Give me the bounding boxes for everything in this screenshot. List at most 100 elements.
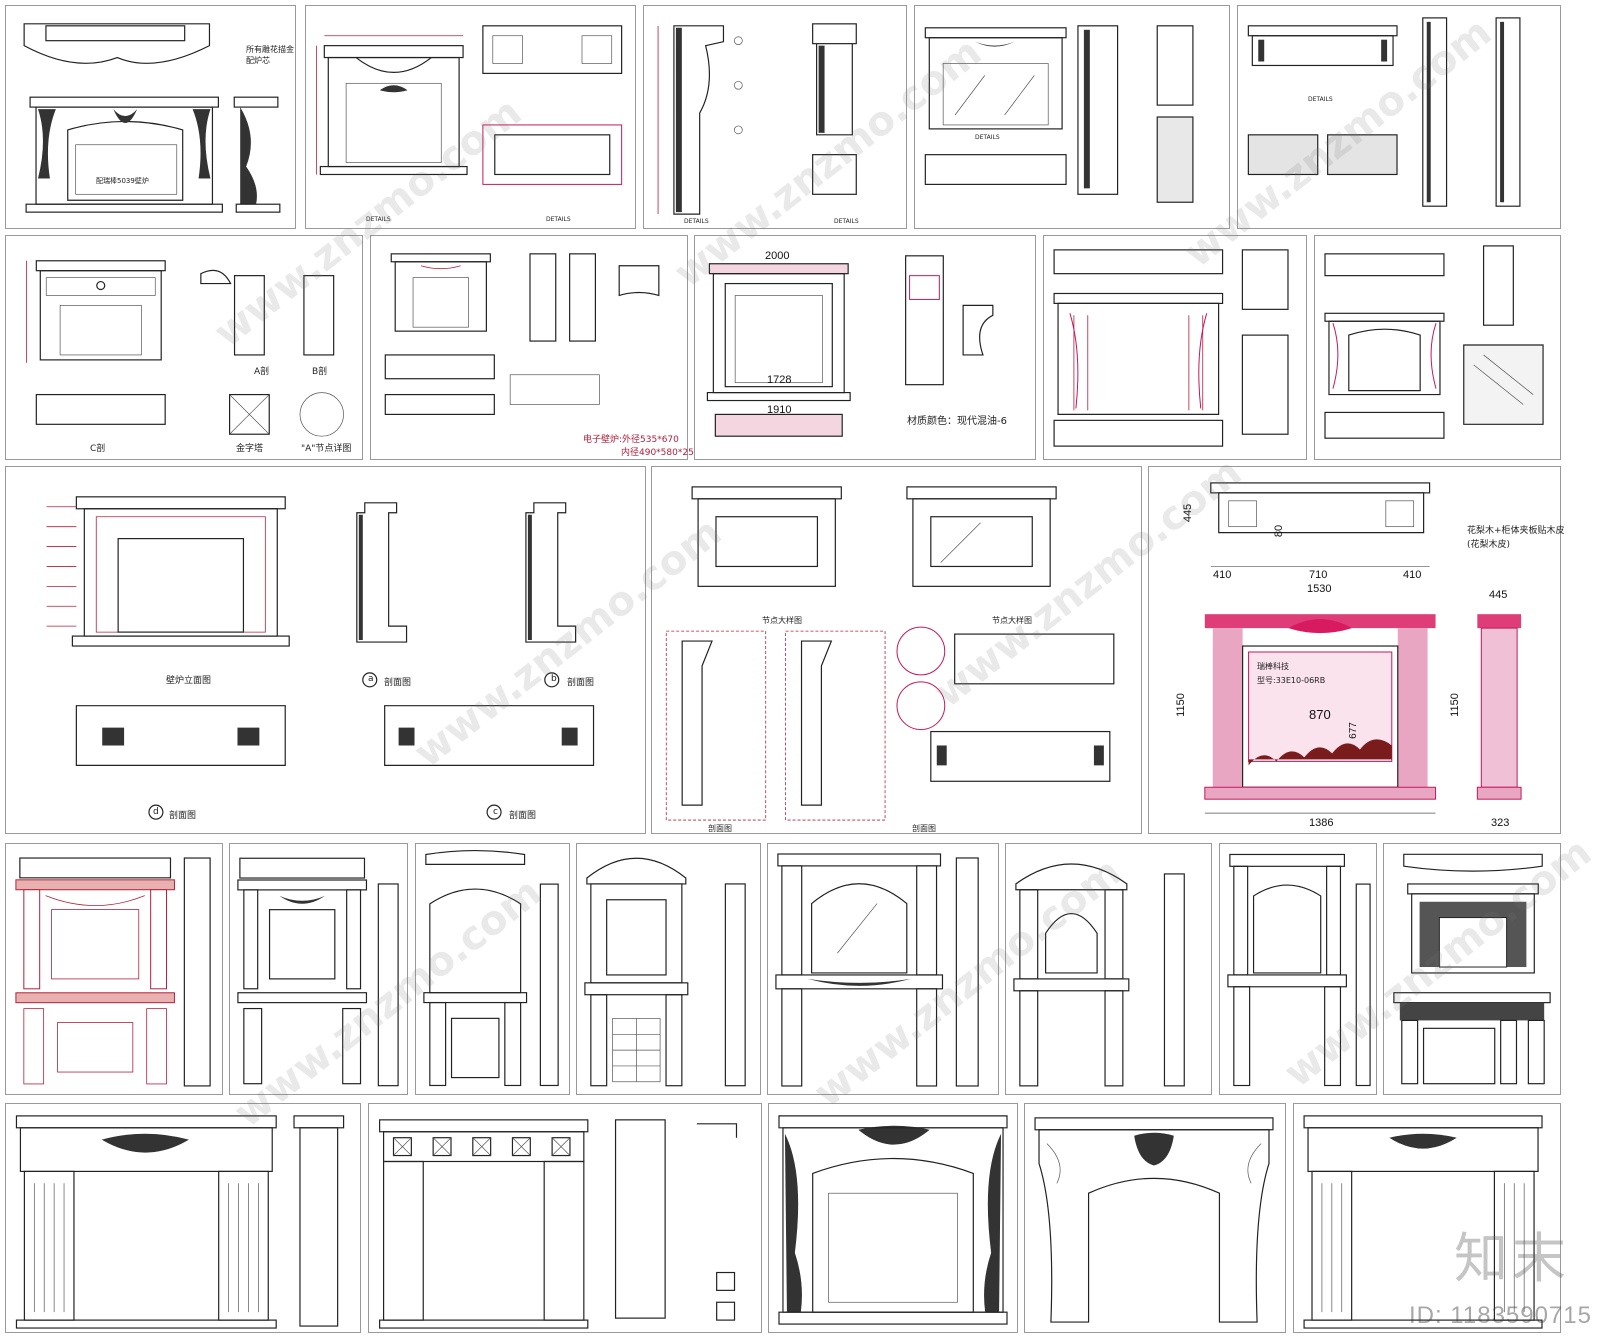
drawing-panel-r2-1: A剖 B剖 C剖 金字塔 "A"节点详图	[5, 235, 363, 460]
model-label: 型号:33E10-06RB	[1257, 676, 1326, 685]
living-room-fireplace-drawing	[1053, 249, 1289, 447]
drawing-panel-r4-5	[767, 843, 999, 1095]
height-dim-right: 1150	[1448, 693, 1461, 717]
drawing-panel-r1-5: DETAILS	[1237, 5, 1561, 229]
depth-dim: 445	[1182, 503, 1195, 523]
side-depth-base-dim: 323	[1491, 817, 1510, 829]
circle-a: a	[368, 674, 374, 684]
drawing-panel-r2-4	[1043, 235, 1307, 460]
fluted-column-fireplace	[1303, 1115, 1543, 1329]
fireplace-elevation-caption: 壁炉立面图	[166, 676, 212, 686]
brand-logo: 知末	[1454, 1227, 1570, 1290]
arch-mirror-fireplace-6	[1013, 863, 1185, 1087]
electric-fire-outer-dim: 电子壁炉:外径535*670	[583, 435, 679, 445]
magenta-fireplace-drawing	[1204, 482, 1522, 814]
wood-material-label: 花梨木+柜体夹板贴木皮	[1467, 526, 1565, 536]
section-caption-a: 剖面图	[384, 678, 412, 688]
top-dim-mid: 710	[1309, 569, 1328, 581]
width-1728-label: 1728	[767, 374, 792, 386]
plan-section-drawing	[1247, 17, 1521, 207]
section-caption-r3-b: 剖面图	[912, 824, 936, 833]
modern-fireplace-drawing	[706, 255, 994, 437]
opening-width-dim: 870	[1309, 707, 1331, 722]
classic-fireplace-sections	[26, 260, 344, 437]
drawing-panel-r4-7	[1219, 843, 1377, 1095]
section-b-label: B剖	[312, 367, 328, 377]
circle-c: c	[493, 807, 498, 817]
circle-b: b	[551, 674, 557, 684]
details-label-3: DETAILS	[684, 218, 709, 225]
top-dim-right: 410	[1403, 569, 1422, 581]
section-caption-d: 剖面图	[169, 811, 197, 821]
opening-height-dim: 677	[1347, 722, 1359, 739]
drawing-panel-r4-4	[576, 843, 761, 1095]
drawing-panel-r5-1	[5, 1103, 361, 1333]
width-1910-label: 1910	[767, 404, 792, 416]
total-width-dim: 1530	[1307, 583, 1332, 595]
drawing-panel-r4-6	[1005, 843, 1212, 1095]
square-panel-fireplace	[379, 1119, 738, 1329]
section-a-label: A剖	[254, 367, 270, 377]
drawing-panel-r4-1	[5, 843, 223, 1095]
section-c-label: C剖	[90, 444, 106, 454]
drawing-panel-r3-2: 节点大样图 节点大样图 剖面图 剖面图	[651, 466, 1142, 834]
section-caption-c: 剖面图	[509, 811, 537, 821]
brand-label: 瑞棒科技	[1257, 662, 1289, 671]
details-label-5: DETAILS	[975, 134, 1000, 141]
top-dim-left: 410	[1213, 569, 1232, 581]
image-id-label: ID: 1183590715	[1408, 1302, 1592, 1329]
column-fireplace-2	[237, 857, 399, 1087]
fireplace-note: 所有雕花描金 配炉芯	[246, 45, 294, 65]
rococo-fireplace	[778, 1115, 1008, 1325]
drawing-panel-r5-2	[368, 1103, 762, 1333]
drawing-panel-r2-2: 电子壁炉:外径535*670 内径490*580*250	[370, 235, 700, 460]
details-label-4: DETAILS	[834, 218, 859, 225]
node-detail-drawing	[665, 486, 1115, 821]
wood-material-sub-label: (花梨木皮)	[1467, 540, 1511, 550]
arch-fireplace-3	[423, 849, 559, 1087]
pediment-fireplace-4	[584, 857, 746, 1087]
fireplace-elevation-and-sections	[46, 496, 595, 820]
node-caption-1: 节点大样图	[762, 616, 802, 625]
red-column-fireplace	[15, 857, 211, 1087]
drawing-panel-r1-1: 所有雕花描金 配炉芯 配瑞棒5039壁炉	[5, 5, 296, 229]
electric-fireplace-drawing	[384, 253, 660, 415]
mantel-details-drawing	[315, 25, 623, 185]
drawing-panel-r5-5	[1293, 1103, 1561, 1333]
pyramid-label: 金字塔	[236, 444, 264, 454]
section-profile-drawing	[657, 23, 857, 215]
width-2000-label: 2000	[765, 250, 790, 262]
drawing-panel-r1-4: DETAILS	[914, 5, 1230, 229]
height-dim-left: 1150	[1174, 693, 1187, 717]
material-color-label: 材质颜色：现代混油-6	[907, 416, 1007, 427]
ornate-small-fireplaces	[1393, 853, 1551, 1085]
section-caption-b: 剖面图	[567, 678, 595, 688]
drawing-panel-r2-3: 2000 1728 1910 材质颜色：现代混油-6	[694, 235, 1036, 460]
details-label-2: DETAILS	[546, 216, 571, 223]
mirror-fireplace-5	[775, 853, 979, 1087]
drawing-panel-r2-5	[1314, 235, 1561, 460]
drawing-panel-r5-3	[768, 1103, 1018, 1333]
drawing-panel-r3-3: 花梨木+柜体夹板贴木皮 (花梨木皮) 410 710 410 445 80 15…	[1148, 466, 1565, 834]
node-caption-2: 节点大样图	[992, 616, 1032, 625]
carved-classic-fireplace	[15, 1115, 345, 1329]
drawing-panel-r1-2: DETAILS DETAILS	[305, 5, 636, 229]
section-caption-r3-a: 剖面图	[708, 824, 732, 833]
details-label-1: DETAILS	[366, 216, 391, 223]
drawing-panel-r4-3	[415, 843, 570, 1095]
fireplace-elevation-drawing	[23, 23, 281, 213]
mirror-fireplace-drawing	[924, 25, 1194, 203]
drawing-panel-r1-3: DETAILS DETAILS	[643, 5, 907, 229]
drawing-panel-r5-4	[1024, 1103, 1286, 1333]
electric-fire-inner-dim: 内径490*580*250	[621, 448, 700, 458]
base-width-dim: 1386	[1309, 817, 1334, 829]
node-a-detail-label: "A"节点详图	[301, 444, 352, 454]
drawing-panel-r3-1: 壁炉立面图 a 剖面图 b 剖面图 d 剖面图 c 剖面图	[5, 466, 646, 834]
circle-d: d	[153, 807, 159, 817]
side-depth-top-dim: 445	[1489, 589, 1508, 601]
shell-fireplace	[1034, 1117, 1274, 1323]
plinth-dim: 80	[1273, 524, 1286, 538]
fireplace-insert-label: 配瑞棒5039壁炉	[96, 177, 149, 185]
drawing-panel-r4-8	[1383, 843, 1561, 1095]
carved-fireplace-drawing	[1324, 245, 1544, 439]
